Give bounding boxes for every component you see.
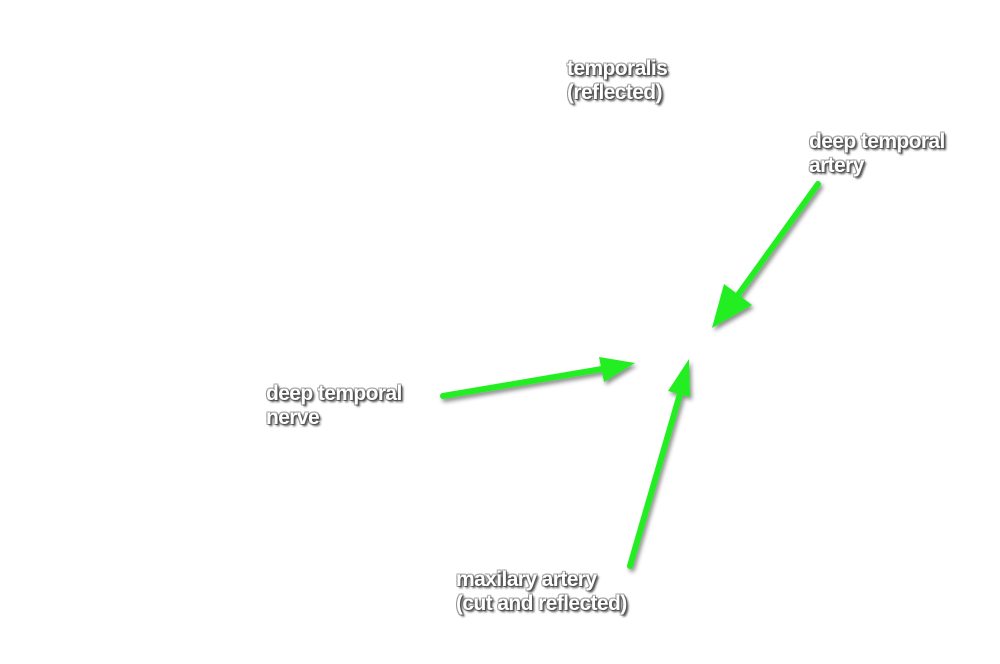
- label-deep-temporal-artery-line2: artery: [809, 154, 864, 177]
- label-maxillary-artery-line2: (cut and reflected): [456, 592, 627, 615]
- label-deep-temporal-nerve-line2: nerve: [266, 406, 320, 429]
- label-temporalis-line2: (reflected): [567, 81, 663, 104]
- label-deep-temporal-nerve: deep temporal nerve: [266, 382, 402, 430]
- label-temporalis-line1: temporalis: [567, 57, 668, 80]
- label-deep-temporal-artery-line1: deep temporal: [809, 130, 945, 153]
- arrow-maxillary-artery: [627, 359, 690, 569]
- label-maxillary-artery: maxilary artery (cut and reflected): [456, 568, 627, 616]
- label-deep-temporal-artery: deep temporal artery: [809, 130, 945, 178]
- arrow-deep-temporal-nerve: [440, 357, 635, 399]
- label-maxillary-artery-line1: maxilary artery: [456, 568, 597, 591]
- label-deep-temporal-nerve-line1: deep temporal: [266, 382, 402, 405]
- label-temporalis: temporalis (reflected): [567, 57, 668, 105]
- arrow-deep-temporal-artery: [712, 181, 821, 328]
